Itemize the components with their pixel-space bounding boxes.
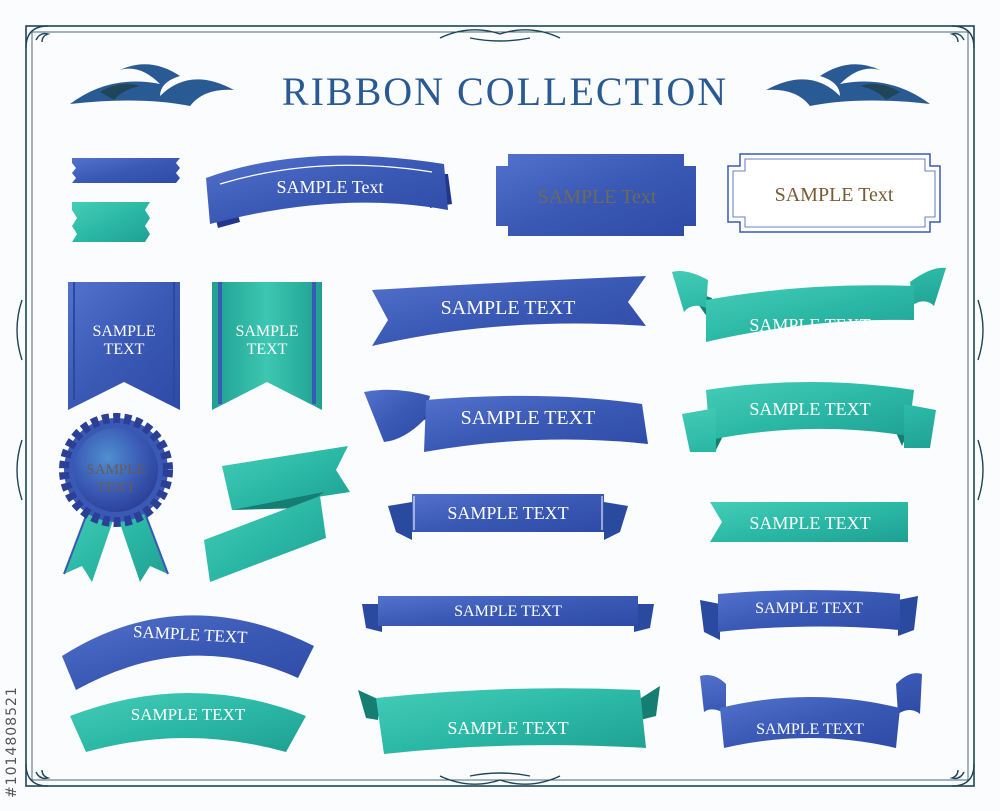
ribbon-label-text: SAMPLE TEXT: [447, 503, 568, 523]
ribbon-label-text: SAMPLE TEXT: [749, 315, 870, 335]
right-scroll-flourish-icon: [766, 64, 930, 106]
ribbon-label-text: SAMPLE TEXT: [447, 718, 568, 738]
left-scroll-flourish-icon: [70, 64, 234, 106]
flat-banner-blue: SAMPLE TEXT: [388, 494, 628, 540]
ribbon-label-text: SAMPLE TEXT: [131, 705, 246, 724]
stock-id-text: #1014808521: [4, 686, 20, 798]
slim-banner-blue: SAMPLE TEXT: [362, 596, 654, 632]
ribbon-label-text: TEXT: [104, 341, 145, 358]
vertical-bookmark-teal: SAMPLE TEXT: [212, 282, 322, 410]
ribbon-label-text: SAMPLE Text: [277, 177, 384, 197]
swoop-banner-teal: SAMPLE TEXT: [358, 686, 660, 754]
slim-banner-blue-right: SAMPLE TEXT: [700, 590, 918, 640]
page-title: RIBBON COLLECTION: [282, 69, 728, 114]
curled-banner-blue: SAMPLE TEXT: [364, 389, 648, 452]
notched-plaque-blue: SAMPLE Text: [496, 154, 696, 236]
wave-banner-teal-2: SAMPLE TEXT: [682, 382, 936, 452]
ribbon-label-text: SAMPLE: [92, 323, 155, 340]
ribbon-label-text: SAMPLE Text: [775, 184, 894, 206]
ribbon-label-text: SAMPLE TEXT: [749, 513, 870, 533]
ribbon-label-text: SAMPLE: [235, 323, 298, 340]
wave-banner-teal-1: SAMPLE TEXT: [672, 267, 946, 342]
ribbon-label-text: SAMPLE TEXT: [441, 297, 576, 319]
ribbon-label-text: TEXT: [247, 341, 288, 358]
ribbon-label-text: TEXT: [97, 480, 135, 496]
ribbon-label-text: SAMPLE Text: [538, 186, 657, 208]
award-rosette-seal: SAMPLE TEXT: [59, 413, 173, 582]
stock-id-label: #1014808521: [2, 560, 20, 800]
wave-banner-blue-1: SAMPLE TEXT: [372, 276, 646, 346]
folded-zigzag-ribbon-teal: [204, 446, 350, 582]
ribbon-label-text: SAMPLE: [86, 462, 145, 478]
flat-banner-teal: SAMPLE TEXT: [710, 502, 908, 542]
arc-banner-blue: SAMPLE TEXT: [62, 615, 314, 690]
ribbon-label-text: SAMPLE TEXT: [755, 600, 863, 617]
ribbon-label-text: SAMPLE TEXT: [454, 603, 562, 620]
arc-banner-teal: SAMPLE TEXT: [70, 693, 306, 752]
vertical-bookmark-blue: SAMPLE TEXT: [68, 282, 180, 410]
arched-banner-blue: SAMPLE Text: [206, 155, 452, 228]
curled-ribbon-blue-right: SAMPLE TEXT: [700, 673, 922, 748]
outlined-label: SAMPLE Text: [727, 153, 941, 233]
corner-flourish-icon: [16, 25, 984, 787]
ribbon-label-text: SAMPLE TEXT: [756, 721, 864, 738]
ribbon-label-text: SAMPLE TEXT: [749, 399, 870, 419]
blue-tape-strip: [72, 158, 180, 183]
ribbon-label-text: SAMPLE TEXT: [461, 407, 596, 429]
teal-tape-strip: [72, 202, 150, 242]
